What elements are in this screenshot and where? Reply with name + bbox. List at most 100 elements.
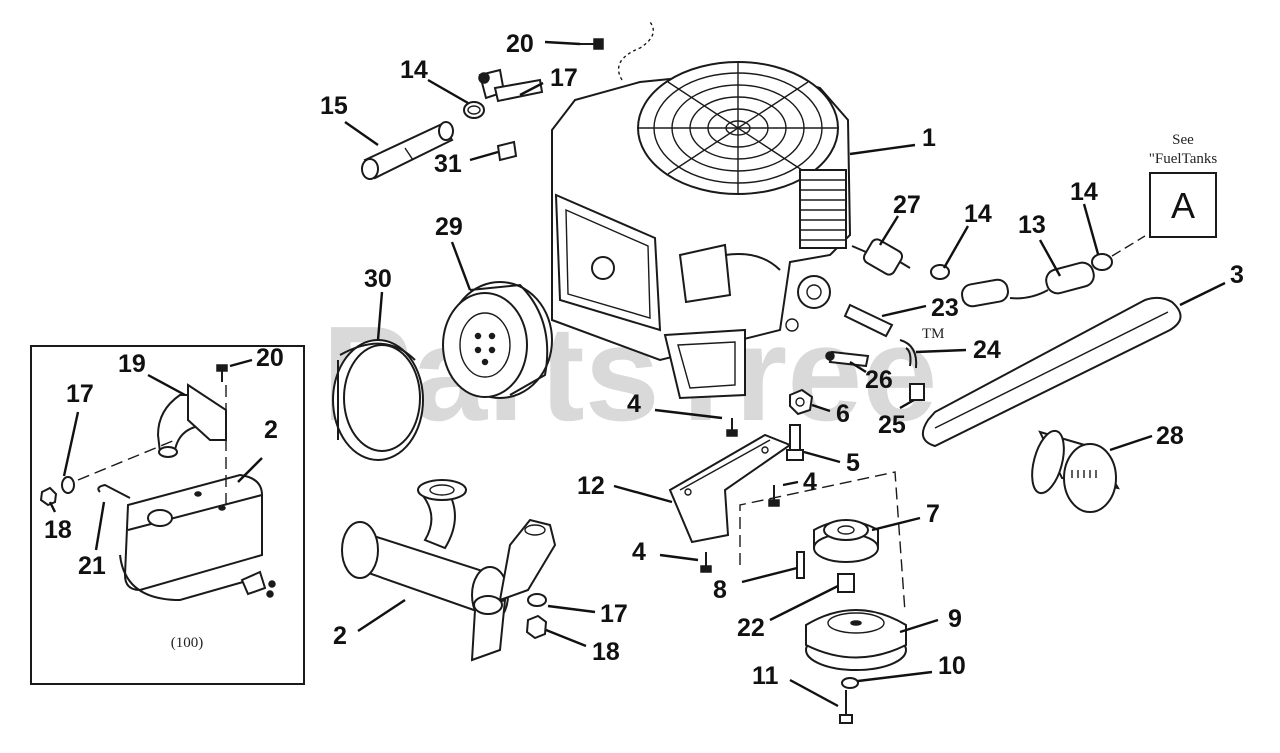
callout-22[interactable]: 22 <box>737 584 839 642</box>
svg-text:21: 21 <box>78 552 106 580</box>
screw-part-4-low[interactable] <box>700 552 712 573</box>
plug-part-26[interactable] <box>825 350 870 368</box>
callout-2-main[interactable]: 2 <box>333 598 406 650</box>
callout-29[interactable]: 29 <box>435 213 472 291</box>
precleaner-part-30[interactable] <box>332 339 424 461</box>
bolt-part-20-top[interactable] <box>580 38 604 50</box>
belt-part-3[interactable] <box>921 296 1182 448</box>
callout-4-mid[interactable]: 4 <box>782 468 817 496</box>
elbow-part-19-inset[interactable] <box>156 383 227 458</box>
callout-18-main[interactable]: 18 <box>545 628 620 666</box>
svg-text:4: 4 <box>627 390 641 418</box>
nut-part-18-inset[interactable] <box>39 486 58 507</box>
svg-text:18: 18 <box>592 638 620 666</box>
callout-10[interactable]: 10 <box>857 652 966 683</box>
svg-text:20: 20 <box>506 30 534 58</box>
engine-part[interactable] <box>551 21 852 400</box>
callout-9[interactable]: 9 <box>899 605 962 634</box>
callout-30[interactable]: 30 <box>364 265 392 341</box>
callout-15[interactable]: 15 <box>320 92 379 146</box>
callout-24[interactable]: 24 <box>915 336 1001 364</box>
see-label: See <box>1172 132 1194 148</box>
svg-text:19: 19 <box>118 350 146 378</box>
air-filter-part-29[interactable] <box>442 281 553 399</box>
fuel-tanks-reference[interactable]: See "FuelTanks A <box>1149 132 1218 238</box>
callout-12[interactable]: 12 <box>577 472 673 504</box>
callout-28[interactable]: 28 <box>1109 422 1184 452</box>
elbow-part-24[interactable] <box>899 339 918 369</box>
cap-part-25[interactable] <box>909 383 925 401</box>
screw-part-4-mid[interactable] <box>768 485 780 507</box>
watermark-trademark: TM <box>922 326 945 342</box>
callout-17-top[interactable]: 17 <box>519 64 578 97</box>
svg-text:11: 11 <box>752 662 779 690</box>
callout-14-top[interactable]: 14 <box>400 56 469 105</box>
svg-text:29: 29 <box>435 213 463 241</box>
pipe-part-15[interactable] <box>361 121 454 180</box>
svg-text:17: 17 <box>600 600 628 628</box>
callout-3[interactable]: 3 <box>1179 261 1244 307</box>
callout-26[interactable]: 26 <box>849 360 893 394</box>
svg-text:14: 14 <box>400 56 428 84</box>
clamp-part-14-top[interactable] <box>463 101 485 119</box>
svg-text:13: 13 <box>1018 211 1046 239</box>
callout-25[interactable]: 25 <box>878 398 915 439</box>
callout-27[interactable]: 27 <box>878 191 921 246</box>
bushing-part-22[interactable] <box>837 573 855 593</box>
callout-19[interactable]: 19 <box>118 350 186 397</box>
plug-part-31[interactable] <box>496 140 518 162</box>
callout-14-mid[interactable]: 14 <box>942 200 992 269</box>
bolt-part-5[interactable] <box>786 424 804 461</box>
callout-4-top[interactable]: 4 <box>627 390 723 420</box>
gasket-part-17-main[interactable] <box>527 593 547 607</box>
callout-20-inset[interactable]: 20 <box>229 344 284 372</box>
svg-text:17: 17 <box>66 380 94 408</box>
callout-14-right[interactable]: 14 <box>1070 178 1100 255</box>
clamp-part-14-right[interactable] <box>1091 253 1113 271</box>
callout-1[interactable]: 1 <box>849 124 936 156</box>
callout-7[interactable]: 7 <box>871 500 940 532</box>
svg-text:22: 22 <box>737 614 765 642</box>
callout-6[interactable]: 6 <box>811 400 850 428</box>
callout-5[interactable]: 5 <box>803 449 860 477</box>
bolt-part-11[interactable] <box>839 690 853 724</box>
screw-part-4-top[interactable] <box>726 418 738 437</box>
callout-20-top[interactable]: 20 <box>506 30 581 58</box>
svg-text:17: 17 <box>550 64 578 92</box>
washer-part-10[interactable] <box>841 677 859 689</box>
muffler-part-2-inset[interactable] <box>119 473 263 602</box>
gasket-part-17-inset[interactable] <box>61 476 75 494</box>
pulley-part-7[interactable] <box>813 519 879 563</box>
nut-part-6[interactable] <box>789 388 814 416</box>
callout-2-inset[interactable]: 2 <box>237 416 278 483</box>
nut-part-18-main[interactable] <box>525 614 548 640</box>
fitting-part-17-top[interactable] <box>478 68 544 103</box>
clip-part-21-inset[interactable] <box>97 483 131 499</box>
callout-18-inset[interactable]: 18 <box>44 501 72 544</box>
key-part-8[interactable] <box>796 551 805 579</box>
muffler-part-2-main[interactable] <box>341 479 557 662</box>
callout-13[interactable]: 13 <box>1018 211 1062 277</box>
oil-filter-part-28[interactable] <box>1026 427 1120 513</box>
clamp-part-14-mid[interactable] <box>930 264 950 280</box>
bolt-part-20-inset[interactable] <box>216 364 228 382</box>
callout-17-inset[interactable]: 17 <box>62 380 94 477</box>
callout-4-low[interactable]: 4 <box>632 538 699 566</box>
hose-part-13[interactable] <box>960 260 1096 308</box>
fitting-part-23[interactable] <box>843 303 894 338</box>
callout-8[interactable]: 8 <box>713 566 798 604</box>
svg-text:14: 14 <box>964 200 992 228</box>
callout-23[interactable]: 23 <box>881 294 959 322</box>
see-target: "FuelTanks <box>1149 151 1218 167</box>
callout-17-main[interactable]: 17 <box>547 600 628 628</box>
inset-box: (100) <box>30 345 305 685</box>
callout-31[interactable]: 31 <box>434 150 499 178</box>
idler-part-9[interactable] <box>805 609 907 671</box>
svg-text:3: 3 <box>1230 261 1244 289</box>
callout-21[interactable]: 21 <box>78 501 106 580</box>
bracket-part-12[interactable] <box>668 433 793 544</box>
callout-11[interactable]: 11 <box>752 662 839 708</box>
fuel-filter-part-27[interactable] <box>851 237 911 277</box>
svg-text:2: 2 <box>333 622 347 650</box>
